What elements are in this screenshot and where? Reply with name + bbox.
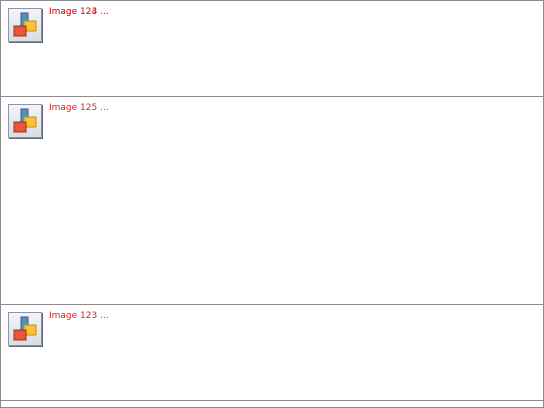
image-list-item[interactable]: Image 123 ... (1, 305, 543, 401)
image-caption[interactable]: Image 123 ... Image 124 ... (49, 7, 109, 18)
image-placeholder-icon[interactable] (8, 104, 42, 138)
image-placeholder-icon[interactable] (8, 8, 42, 42)
image-caption[interactable]: Image 125 ... (49, 103, 109, 113)
image-list-item[interactable]: Image 123 ... Image 124 ... (1, 1, 543, 97)
image-caption[interactable]: Image 123 ... (49, 311, 109, 321)
image-list-item-partial (1, 401, 543, 407)
image-list-item[interactable]: Image 125 ... (1, 97, 543, 305)
image-caption-overlay-text: Image 124 ... (49, 7, 109, 17)
image-placeholder-icon[interactable] (8, 312, 42, 346)
image-caption-text: Image 123 ... (49, 7, 109, 17)
